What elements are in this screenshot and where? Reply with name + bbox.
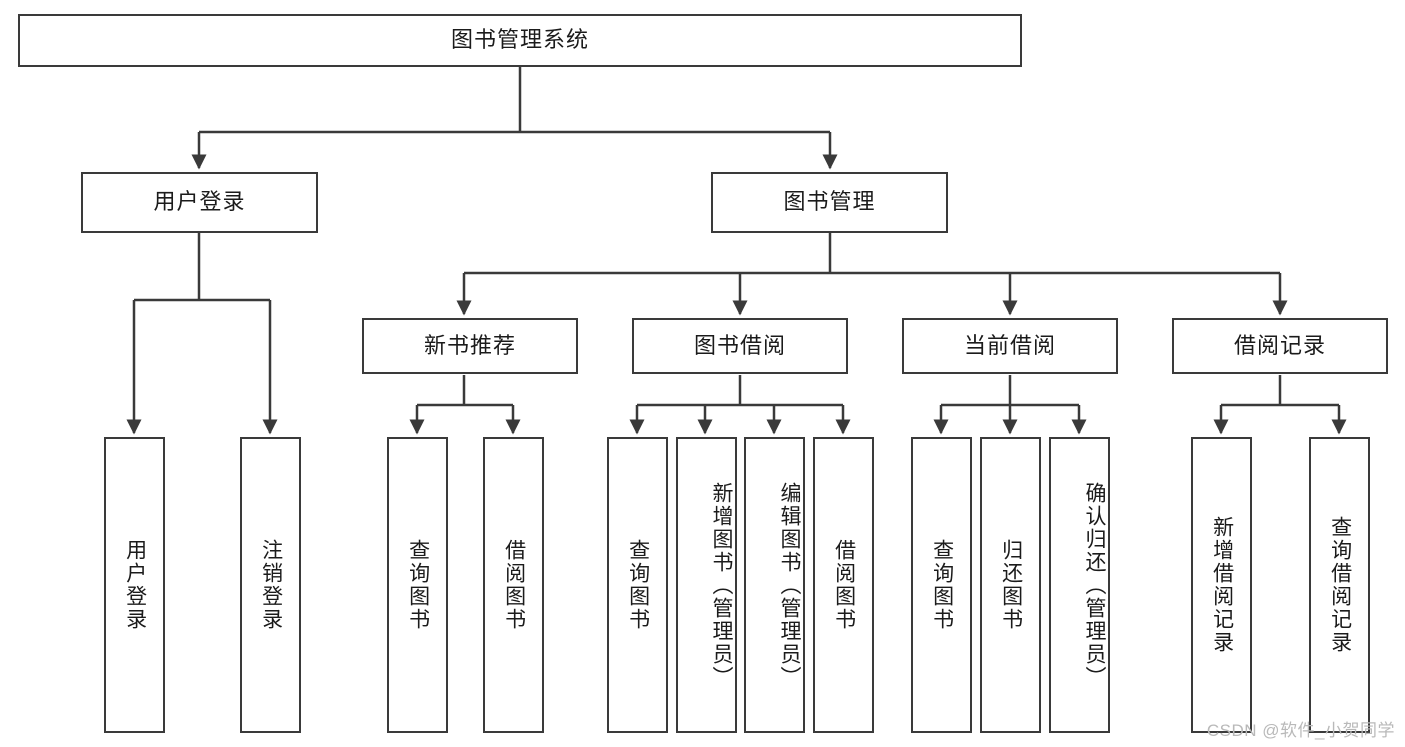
node-book-borrowing[interactable]: 图书借阅 [632, 318, 848, 374]
watermark-text: CSDN @软件_小贺同学 [1206, 721, 1395, 740]
leaf-record-query-record[interactable]: 查询借阅记录 [1309, 437, 1370, 733]
leaf-new-book-query-books-label: 查询图书 [406, 539, 430, 631]
leaf-current-return-books[interactable]: 归还图书 [980, 437, 1041, 733]
node-book-management[interactable]: 图书管理 [711, 172, 948, 233]
leaf-current-query-books-label: 查询图书 [930, 539, 954, 631]
leaf-new-book-borrow-books[interactable]: 借阅图书 [483, 437, 544, 733]
leaf-user-login-logout-label: 注销登录 [259, 539, 283, 631]
leaf-user-login-login-label: 用户登录 [123, 539, 147, 631]
leaf-borrow-add-book-admin-label: 新增图书（管理员） [710, 481, 733, 689]
node-book-management-label: 图书管理 [783, 189, 876, 215]
leaf-current-return-books-label: 归还图书 [999, 539, 1023, 631]
node-borrowing-record-label: 借阅记录 [1233, 332, 1326, 358]
leaf-current-confirm-return-admin-label: 确认归还（管理员） [1083, 481, 1106, 689]
leaf-user-login-login[interactable]: 用户登录 [104, 437, 165, 733]
leaf-new-book-borrow-books-label: 借阅图书 [502, 539, 526, 631]
leaf-current-query-books[interactable]: 查询图书 [911, 437, 972, 733]
node-current-borrowing-label: 当前借阅 [963, 332, 1056, 358]
leaf-borrow-query-books-label: 查询图书 [626, 539, 650, 631]
node-borrowing-record[interactable]: 借阅记录 [1172, 318, 1388, 374]
node-user-login[interactable]: 用户登录 [81, 172, 318, 233]
node-user-login-label: 用户登录 [153, 189, 246, 215]
node-root-label: 图书管理系统 [450, 27, 589, 53]
node-book-borrowing-label: 图书借阅 [693, 332, 786, 358]
leaf-record-add-record[interactable]: 新增借阅记录 [1191, 437, 1252, 733]
leaf-borrow-edit-book-admin[interactable]: 编辑图书（管理员） [744, 437, 805, 733]
leaf-borrow-borrow-books-label: 借阅图书 [832, 539, 856, 631]
leaf-borrow-add-book-admin[interactable]: 新增图书（管理员） [676, 437, 737, 733]
node-current-borrowing[interactable]: 当前借阅 [902, 318, 1118, 374]
leaf-borrow-edit-book-admin-label: 编辑图书（管理员） [778, 481, 801, 689]
leaf-current-confirm-return-admin[interactable]: 确认归还（管理员） [1049, 437, 1110, 733]
node-root-book-management-system[interactable]: 图书管理系统 [18, 14, 1022, 67]
node-new-book-recommendation[interactable]: 新书推荐 [362, 318, 578, 374]
leaf-user-login-logout[interactable]: 注销登录 [240, 437, 301, 733]
leaf-borrow-borrow-books[interactable]: 借阅图书 [813, 437, 874, 733]
node-new-book-recommendation-label: 新书推荐 [423, 332, 516, 358]
leaf-new-book-query-books[interactable]: 查询图书 [387, 437, 448, 733]
leaf-record-add-record-label: 新增借阅记录 [1210, 516, 1234, 654]
leaf-record-query-record-label: 查询借阅记录 [1328, 516, 1352, 654]
leaf-borrow-query-books[interactable]: 查询图书 [607, 437, 668, 733]
